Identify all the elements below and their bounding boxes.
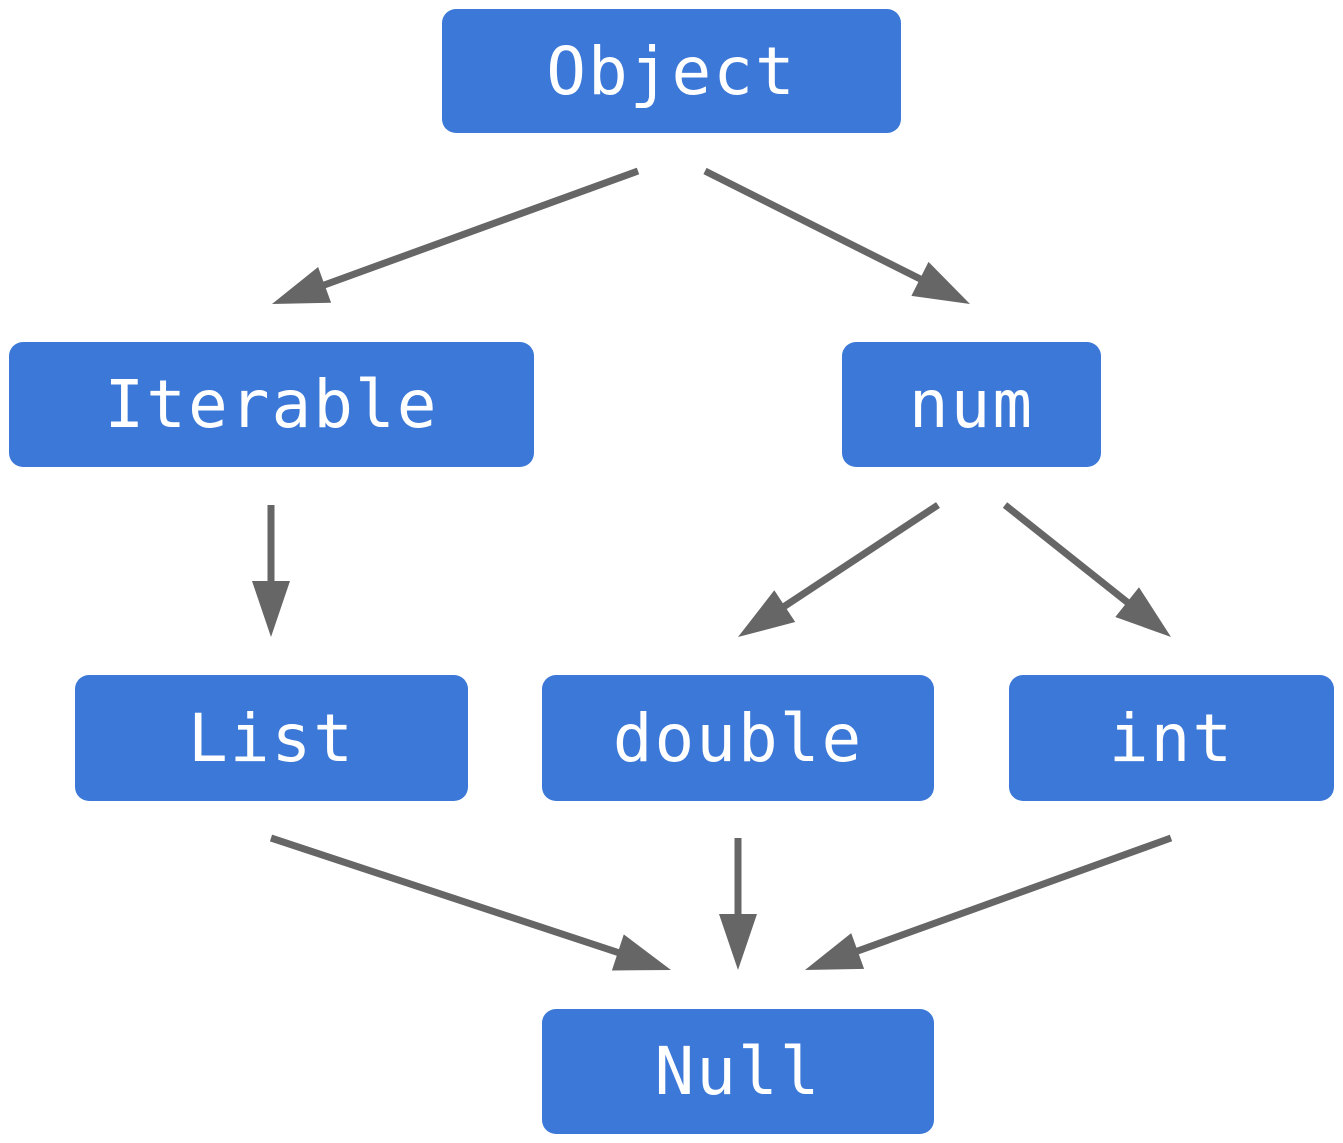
node-int-label: int (1108, 699, 1235, 777)
edge-line (319, 167, 640, 290)
edge-line (269, 834, 623, 958)
edge-num-to-int (1002, 502, 1171, 637)
arrowhead-icon (1115, 587, 1171, 637)
edge-object-to-iterable (272, 167, 640, 304)
edge-line (703, 167, 926, 284)
edge-iterable-to-list (252, 505, 290, 637)
edge-int-to-null (805, 834, 1173, 970)
node-double-label: double (612, 699, 864, 777)
edge-object-to-num (703, 167, 970, 304)
node-list-label: List (188, 699, 355, 777)
arrowhead-icon (738, 590, 796, 637)
edge-line (779, 502, 940, 612)
node-null: Null (542, 1009, 934, 1134)
arrowhead-icon (911, 261, 970, 304)
arrowhead-icon (272, 267, 332, 304)
arrowhead-icon (719, 914, 757, 970)
edge-double-to-null (719, 838, 757, 970)
node-object-label: Object (546, 32, 797, 110)
node-double: double (542, 675, 934, 801)
arrowhead-icon (611, 934, 671, 971)
node-int: int (1009, 675, 1334, 801)
arrowhead-icon (805, 933, 865, 970)
edge-num-to-double (738, 502, 940, 637)
node-iterable-label: Iterable (104, 366, 439, 443)
node-list: List (75, 675, 468, 801)
arrowhead-icon (252, 581, 290, 637)
edge-line (852, 834, 1173, 956)
edge-line (1002, 502, 1133, 608)
node-null-label: Null (654, 1033, 822, 1110)
node-iterable: Iterable (9, 342, 534, 467)
node-num-label: num (908, 366, 1035, 443)
node-num: num (842, 342, 1101, 467)
edge-list-to-null (269, 834, 671, 971)
node-object: Object (442, 9, 901, 133)
